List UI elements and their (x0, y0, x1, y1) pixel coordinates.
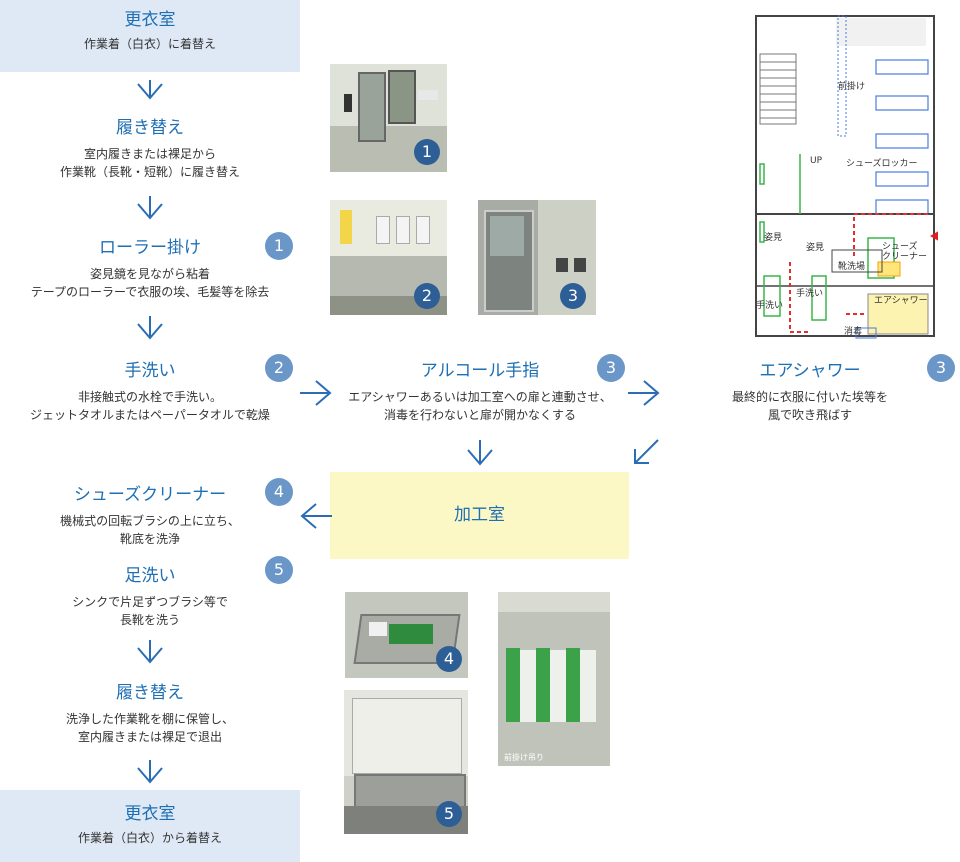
right-arrow (628, 379, 660, 407)
step-number-badge: 3 (927, 354, 955, 382)
desc-line: 最終的に衣服に付いた埃等を (731, 390, 888, 404)
step-title: 手洗い (124, 361, 176, 381)
step-desc: エアシャワーあるいは加工室への扉と連動させ、 消毒を行わないと扉が開かなくする (322, 388, 638, 424)
fp-label-apron: 前掛け (838, 82, 866, 92)
step-title: シューズクリーナー (73, 485, 227, 505)
fp-label-mirror-1: 姿見 (764, 233, 783, 243)
desc-line: 姿見鏡を見ながら粘着 (89, 267, 210, 281)
step-title: 足洗い (124, 566, 176, 586)
step-airshower: エアシャワー 最終的に衣服に付いた埃等を 風で吹き飛ばす (690, 360, 930, 424)
fp-label-handwash-2: 手洗い (756, 301, 784, 311)
photo-number-badge: 4 (436, 646, 462, 672)
step-shoe-cleaner: シューズクリーナー 機械式の回転ブラシの上に立ち、 靴底を洗浄 (0, 484, 300, 548)
fp-label-up: UP (810, 156, 823, 166)
photo-apron-hanger: 前掛け吊り (498, 592, 610, 766)
step-desc: 非接触式の水栓で手洗い。 ジェットタオルまたはペーパータオルで乾燥 (0, 388, 300, 424)
step-number-badge: 1 (265, 232, 293, 260)
down-arrow (136, 196, 164, 224)
desc-line: 非接触式の水栓で手洗い。 (77, 390, 222, 404)
desc-line: 長靴を洗う (119, 613, 180, 627)
desc-line: シンクで片足ずつブラシ等で (72, 595, 228, 609)
photo-mirror-station: 1 (330, 64, 447, 172)
desc-line: ジェットタオルまたはペーパータオルで乾燥 (30, 408, 270, 422)
changing-room-exit: 更衣室 作業着（白衣）から着替え (0, 790, 300, 862)
down-arrow (136, 80, 164, 102)
step-desc: 洗浄した作業靴を棚に保管し、 室内履きまたは裸足で退出 (0, 710, 300, 746)
fp-label-disinfect: 消毒 (844, 327, 863, 337)
desc-line: エアシャワーあるいは加工室への扉と連動させ、 (348, 390, 612, 404)
step-title: 更衣室 (124, 804, 176, 824)
step-title: アルコール手指 (420, 361, 540, 381)
desc-line: 靴底を洗浄 (119, 532, 180, 546)
step-number-badge: 4 (265, 478, 293, 506)
photo-number-badge: 2 (414, 283, 440, 309)
desc-line: 洗浄した作業靴を棚に保管し、 (65, 712, 234, 726)
step-desc: 作業着（白衣）から着替え (77, 831, 222, 845)
photo-foot-wash-sink (344, 690, 468, 834)
step-number-badge: 5 (265, 556, 293, 584)
down-arrow (136, 640, 164, 668)
step-handwash: 手洗い 非接触式の水栓で手洗い。 ジェットタオルまたはペーパータオルで乾燥 (0, 360, 300, 424)
step-title: エアシャワー (759, 361, 861, 381)
step-alcohol: アルコール手指 エアシャワーあるいは加工室への扉と連動させ、 消毒を行わないと扉… (322, 360, 638, 424)
left-arrow (300, 502, 332, 530)
step-desc: 姿見鏡を見ながら粘着 テープのローラーで衣服の埃、毛髪等を除去 (0, 265, 300, 301)
photo-number-badge: 5 (436, 801, 462, 827)
step-desc: 作業着（白衣）に着替え (83, 37, 216, 51)
photo-number-badge: 3 (560, 283, 586, 309)
step-title: 更衣室 (124, 10, 176, 30)
step-shoe-change-in: 履き替え 室内履きまたは裸足から 作業靴（長靴・短靴）に履き替え (0, 117, 300, 181)
fp-label-boot-wash: 靴洗場 (838, 262, 866, 272)
step-number-badge: 2 (265, 354, 293, 382)
changing-room-entry: 更衣室 作業着（白衣）に着替え (0, 0, 300, 72)
processing-room-title: 加工室 (454, 505, 505, 525)
desc-line: 消毒を行わないと扉が開かなくする (383, 408, 576, 422)
step-title: 履き替え (116, 118, 184, 138)
photo-number-badge: 1 (414, 139, 440, 165)
step-desc: 最終的に衣服に付いた埃等を 風で吹き飛ばす (690, 388, 930, 424)
desc-line: 室内履きまたは裸足で退出 (77, 730, 222, 744)
desc-line: 風で吹き飛ばす (767, 408, 852, 422)
fp-label-shoe-locker: シューズロッカー (846, 159, 918, 169)
processing-room: 加工室 (330, 472, 629, 559)
fp-label-air-shower: エアシャワー (874, 296, 928, 306)
down-arrow (466, 440, 494, 470)
down-arrow (136, 760, 164, 788)
step-shoe-change-out: 履き替え 洗浄した作業靴を棚に保管し、 室内履きまたは裸足で退出 (0, 682, 300, 746)
desc-line: 機械式の回転ブラシの上に立ち、 (60, 514, 240, 528)
desc-line: 作業靴（長靴・短靴）に履き替え (59, 165, 240, 179)
photo-air-shower-door (478, 200, 596, 315)
step-roller: ローラー掛け 姿見鏡を見ながら粘着 テープのローラーで衣服の埃、毛髪等を除去 (0, 237, 300, 301)
desc-line: テープのローラーで衣服の埃、毛髪等を除去 (30, 285, 270, 299)
step-desc: 機械式の回転ブラシの上に立ち、 靴底を洗浄 (0, 512, 300, 548)
fp-label-shoe-cleaner: シューズ クリーナー (882, 242, 928, 262)
step-desc: シンクで片足ずつブラシ等で 長靴を洗う (0, 593, 300, 629)
floor-plan: 前掛け UP シューズロッカー 姿見 姿見 シューズ クリーナー 靴洗場 手洗い… (748, 14, 944, 340)
fp-label-mirror-2: 姿見 (806, 243, 825, 253)
step-title: ローラー掛け (99, 238, 201, 258)
photo-caption: 前掛け吊り (504, 753, 544, 762)
floor-plan-drawing (755, 15, 944, 339)
step-number-badge: 3 (597, 354, 625, 382)
diagonal-arrow (632, 438, 660, 466)
fp-label-handwash-1: 手洗い (796, 289, 824, 299)
step-desc: 室内履きまたは裸足から 作業靴（長靴・短靴）に履き替え (0, 145, 300, 181)
right-arrow (300, 379, 332, 407)
step-title: 履き替え (116, 683, 184, 703)
down-arrow (136, 316, 164, 344)
step-foot-wash: 足洗い シンクで片足ずつブラシ等で 長靴を洗う (0, 565, 300, 629)
desc-line: 室内履きまたは裸足から (83, 147, 216, 161)
